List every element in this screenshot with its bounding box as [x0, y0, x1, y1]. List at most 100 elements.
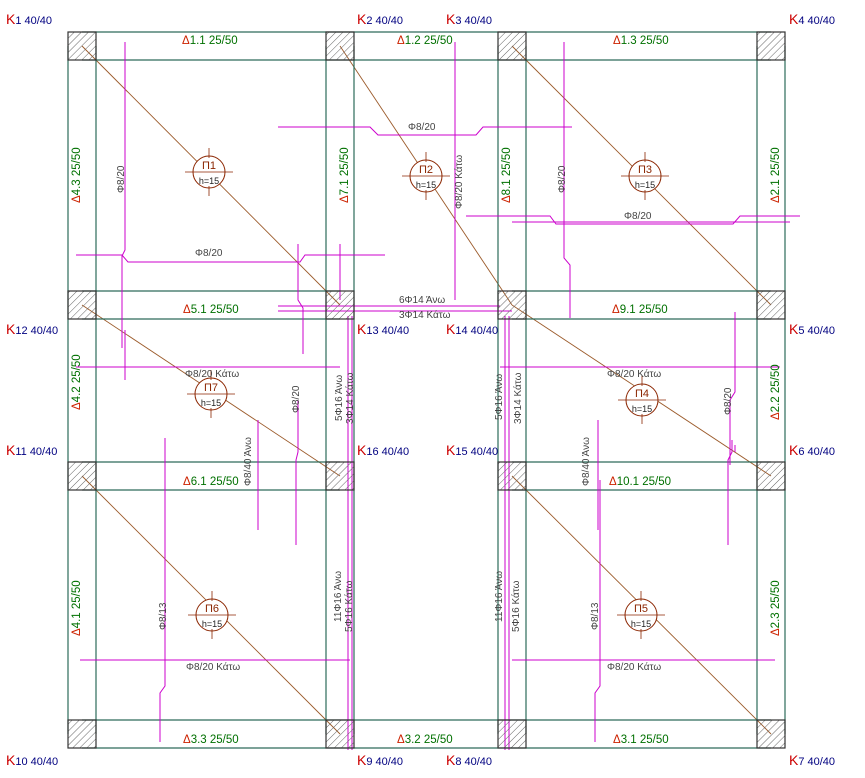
column-label: K13 40/40: [357, 321, 409, 337]
beam-prefix: Δ: [609, 476, 617, 488]
column-id-size: 5 40/40: [798, 325, 835, 337]
beam-name: 3.1 25/50: [621, 734, 669, 746]
column-id-size: 12 40/40: [15, 325, 58, 337]
rebar-label-r5: Φ8/20 Κάτω: [453, 155, 465, 209]
column-letter: K: [446, 321, 456, 337]
column-letter: K: [357, 442, 367, 458]
beam-label-6.1: Δ6.1 25/50: [183, 476, 239, 488]
beam-label-2.1: Δ2.1 25/50: [770, 147, 782, 203]
beam-label-3.1: Δ3.1 25/50: [613, 734, 669, 746]
column-label: K1 40/40: [6, 11, 52, 27]
column-id-size: 7 40/40: [798, 756, 835, 768]
slab-symbol-p4: Π4 h=15: [618, 376, 666, 424]
rebar-label-r12: 5Φ16 Άνω: [334, 375, 345, 421]
column-id-size: 8 40/40: [455, 756, 492, 768]
column-k13: [325, 290, 355, 320]
beam-label-1.3: Δ1.3 25/50: [613, 35, 669, 47]
rebar-label-r11: Φ8/20: [291, 385, 302, 413]
column-k2: [325, 31, 355, 61]
rebar-label-r9: Φ8/20 Κάτω: [185, 368, 239, 380]
beam-name: 2.3 25/50: [770, 580, 782, 628]
beam-label-2.2: Δ2.2 25/50: [770, 364, 782, 420]
rebar-label-r25: Φ8/20 Κάτω: [186, 661, 240, 673]
rebar-label-r8: 3Φ14 Κάτω: [399, 309, 451, 321]
column-k8: [497, 719, 527, 749]
rebar-label-r19: Φ8/13: [158, 602, 169, 630]
column-label: K12 40/40: [6, 321, 58, 337]
rebar-label-r20: 11Φ16 Άνω: [333, 571, 344, 622]
slab-thickness: h=15: [632, 404, 652, 414]
beam-label-1.2: Δ1.2 25/50: [397, 35, 453, 47]
column-id-size: 2 40/40: [366, 15, 403, 27]
column-id-size: 1 40/40: [15, 15, 52, 27]
beam-prefix: Δ: [397, 734, 405, 746]
column-k12: [67, 290, 97, 320]
rebar-line: [295, 400, 299, 545]
beam-prefix: Δ: [397, 35, 405, 47]
slab-thickness: h=15: [635, 180, 655, 190]
columns-layer: [67, 31, 786, 749]
slab-name: Π7: [204, 382, 218, 394]
slab-symbol-p6: Π6h=15: [188, 591, 236, 639]
beam-label-3.2: Δ3.2 25/50: [397, 734, 453, 746]
column-k1: [67, 31, 97, 61]
column-label: K7 40/40: [789, 752, 835, 768]
beam-name: 8.1 25/50: [501, 147, 513, 195]
rebar-line: [727, 440, 733, 545]
column-id-size: 3 40/40: [455, 15, 492, 27]
beam-name: 7.1 25/50: [339, 147, 351, 195]
beam-label-3.3: Δ3.3 25/50: [183, 734, 239, 746]
slab-thickness: h=15: [631, 619, 651, 629]
rebar-label-r14: 5Φ16 Άνω: [494, 374, 505, 420]
slab-symbols-layer: Π1h=15Π2h=15Π3h=15Π7h=15Π4h=15Π6h=15Π5h=…: [185, 148, 669, 639]
beam-label-7.1: Δ7.1 25/50: [339, 147, 351, 203]
beam-label-9.1: Δ9.1 25/50: [612, 304, 668, 316]
slab-symbol-p7: Π7h=15: [187, 370, 235, 418]
rebar-line: [466, 215, 800, 225]
beam-label-5.1: Δ5.1 25/50: [183, 304, 239, 316]
column-id-size: 11 40/40: [15, 446, 57, 458]
column-label: K3 40/40: [446, 11, 492, 27]
column-label: K9 40/40: [357, 752, 403, 768]
rebar-layer: [76, 42, 800, 750]
beam-name: 4.2 25/50: [71, 354, 83, 402]
column-k10: [67, 719, 97, 749]
column-k5: [756, 290, 786, 320]
slab-symbol-p1: Π1h=15: [185, 148, 233, 196]
rebar-label-r21: 5Φ16 Κάτω: [343, 580, 355, 632]
beam-prefix: Δ: [182, 35, 190, 47]
column-letter: K: [789, 11, 799, 27]
rebar-label-r23: 5Φ16 Κάτω: [510, 580, 522, 632]
column-id-size: 13 40/40: [366, 325, 409, 337]
beam-name: 2.1 25/50: [770, 147, 782, 195]
beam-prefix: Δ: [770, 412, 782, 420]
column-label: K10 40/40: [6, 752, 58, 768]
slab-name: Π3: [638, 164, 652, 176]
rebar-label-r1: Φ8/20: [195, 248, 223, 259]
beam-label-2.3: Δ2.3 25/50: [770, 580, 782, 636]
rebar-line: [729, 312, 736, 465]
beam-label-4.2: Δ4.2 25/50: [71, 354, 83, 410]
column-letter: K: [357, 752, 367, 768]
beam-prefix: Δ: [770, 195, 782, 203]
column-k14: [497, 290, 527, 320]
column-label: K6 40/40: [789, 442, 835, 458]
column-letter: K: [789, 752, 799, 768]
column-k4: [756, 31, 786, 61]
beam-prefix: Δ: [339, 195, 351, 203]
column-k7: [756, 719, 786, 749]
column-label: K8 40/40: [446, 752, 492, 768]
beam-prefix: Δ: [71, 195, 83, 203]
column-label: K15 40/40: [446, 442, 498, 458]
beam-prefix: Δ: [612, 304, 620, 316]
column-label: K14 40/40: [446, 321, 498, 337]
slab-name: Π4: [635, 388, 649, 400]
rebar-label-r26: Φ8/20 Κάτω: [607, 661, 661, 673]
beam-name: 2.2 25/50: [770, 364, 782, 412]
rebar-line: [159, 438, 166, 742]
column-k15: [497, 461, 527, 491]
beam-name: 10.1 25/50: [617, 476, 671, 488]
slab-thickness: h=15: [199, 176, 219, 186]
slab-name: Π2: [419, 164, 433, 176]
